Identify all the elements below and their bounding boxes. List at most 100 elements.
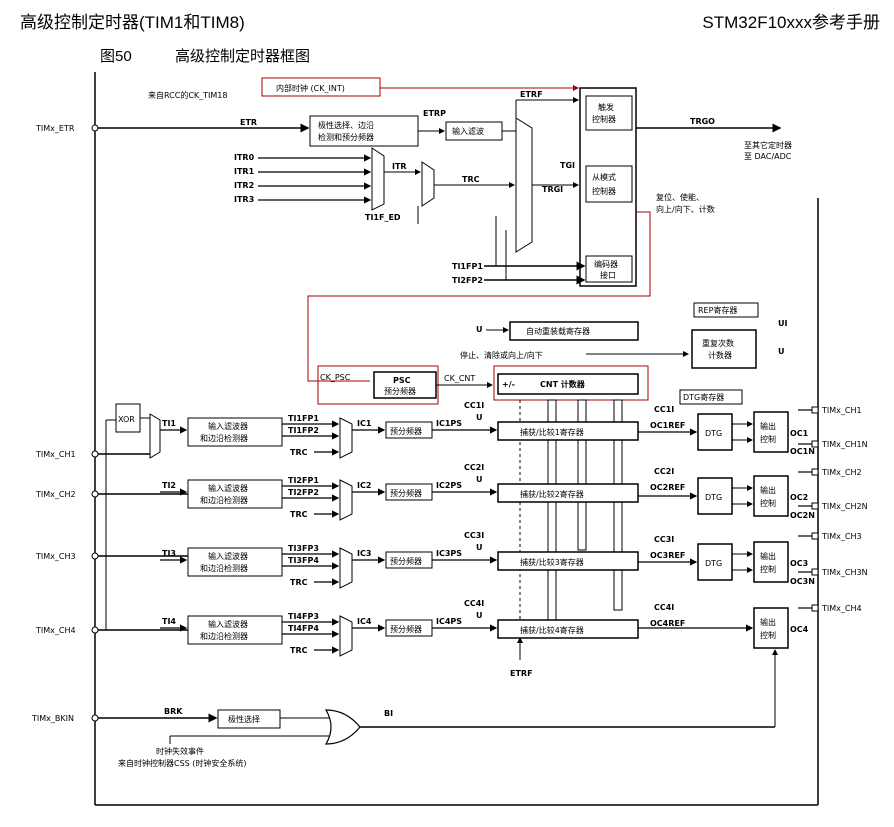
sig-ic-ch3: IC3 bbox=[357, 549, 371, 558]
sig-trgo: TRGO bbox=[690, 117, 715, 126]
cc-label-ch1: 捕获/比较1寄存器 bbox=[520, 427, 584, 437]
css-l2: 来自时钟控制器CSS (时钟安全系统) bbox=[118, 758, 247, 768]
cc-label-ch4: 捕获/比较4寄存器 bbox=[520, 625, 584, 635]
sig-etrp: ETRP bbox=[423, 109, 446, 118]
slave-l1: 从模式 bbox=[592, 172, 616, 182]
sig-itr3: ITR3 bbox=[234, 195, 254, 204]
sig-trc-top: TRC bbox=[462, 175, 480, 184]
sig-cci-ch1: CC1I bbox=[464, 401, 484, 410]
trigger-l1: 触发 bbox=[598, 102, 614, 112]
ic-mux-ch4 bbox=[339, 615, 353, 657]
cc-register-ch3 bbox=[497, 551, 639, 571]
sig-ocn-2: OC2N bbox=[790, 511, 815, 520]
sig-fp-a-ch2: TI2FP1 bbox=[288, 476, 319, 485]
sig-brk: BRK bbox=[164, 707, 183, 716]
sig-trc-ch2: TRC bbox=[290, 510, 308, 519]
out-pin-icon-4 bbox=[811, 532, 819, 540]
psc-label: PSC bbox=[393, 376, 411, 385]
or-gate bbox=[324, 709, 361, 745]
cc-register-ch2 bbox=[497, 483, 639, 503]
sig-u-arr: U bbox=[476, 325, 483, 334]
sig-ic-ch4: IC4 bbox=[357, 617, 372, 626]
sig-u-ch4: U bbox=[476, 611, 483, 620]
encoder-l1: 编码器 bbox=[594, 259, 618, 269]
sig-ic-ch2: IC2 bbox=[357, 481, 371, 490]
out-pin-label-2: TIMx_CH2 bbox=[821, 468, 862, 477]
trgo-l2: 至 DAC/ADC bbox=[744, 152, 792, 161]
out-pin-icon-2 bbox=[811, 468, 819, 476]
sig-icps-ch1: IC1PS bbox=[436, 419, 462, 428]
prescaler-label-ch4: 预分频器 bbox=[390, 624, 422, 634]
sig-ocn-1: OC1N bbox=[790, 447, 815, 456]
sig-ti1fp1-enc: TI1FP1 bbox=[452, 262, 483, 271]
out-pin-label-0: TIMx_CH1 bbox=[821, 406, 862, 415]
filter-l2-ch3: 和边沿检测器 bbox=[200, 563, 248, 573]
cc-label-ch2: 捕获/比较2寄存器 bbox=[520, 489, 584, 499]
ck-int-box bbox=[261, 77, 381, 97]
etr-pin-icon bbox=[91, 124, 99, 132]
page-header-left: 高级控制定时器(TIM1和TIM8) bbox=[20, 13, 245, 32]
pin-ch2: TIMx_CH2 bbox=[35, 490, 76, 499]
sig-trc-ch3: TRC bbox=[290, 578, 308, 587]
sig-updown: +/- bbox=[502, 380, 515, 389]
out-pin-label-4: TIMx_CH3 bbox=[821, 532, 862, 541]
css-l1: 时钟失效事件 bbox=[156, 746, 204, 756]
repetition-counter-block bbox=[691, 329, 757, 369]
sig-cci-out-ch2: CC2I bbox=[654, 467, 674, 476]
input-filter-ch2 bbox=[187, 479, 283, 509]
sig-fp-a-ch3: TI3FP3 bbox=[288, 544, 319, 553]
encoder-l2: 接口 bbox=[600, 270, 616, 280]
pin-bkin: TIMx_BKIN bbox=[31, 714, 74, 723]
sig-itr0: ITR0 bbox=[234, 153, 255, 162]
cnt-highlight bbox=[493, 365, 649, 401]
filter-l1-ch3: 输入滤波器 bbox=[208, 551, 248, 561]
filter-l1-ch2: 输入滤波器 bbox=[208, 483, 248, 493]
sig-ti4: TI4 bbox=[162, 617, 176, 626]
sig-cci-ch4: CC4I bbox=[464, 599, 484, 608]
psc-sub-label: 预分频器 bbox=[384, 386, 416, 396]
out-pin-label-6: TIMx_CH4 bbox=[821, 604, 862, 613]
psc-prescaler-block bbox=[373, 371, 437, 399]
trigger-controller-block bbox=[585, 95, 633, 131]
sig-ocref-ch2: OC2REF bbox=[650, 483, 685, 492]
filter-l1-ch1: 输入滤波器 bbox=[208, 421, 248, 431]
output-control-1 bbox=[753, 411, 789, 453]
dtg-block-2 bbox=[697, 477, 733, 515]
output-control-3 bbox=[753, 541, 789, 583]
out-pin-icon-5 bbox=[811, 568, 819, 576]
sig-ck-cnt: CK_CNT bbox=[444, 374, 475, 383]
dtg-label-1: DTG bbox=[705, 429, 722, 438]
autoreload-label: 自动重装载寄存器 bbox=[526, 326, 590, 336]
sig-cci-ch3: CC3I bbox=[464, 531, 484, 540]
rcc-clock-label: 来自RCC的CK_TIM18 bbox=[148, 90, 228, 100]
dtg-register-block bbox=[679, 389, 743, 405]
sig-etrf: ETRF bbox=[520, 90, 543, 99]
autoreload-register-block bbox=[509, 321, 639, 341]
sig-trc-ch1: TRC bbox=[290, 448, 308, 457]
cnt-counter-block bbox=[497, 373, 639, 395]
ic-mux-ch3 bbox=[339, 547, 353, 589]
ic-mux-ch2 bbox=[339, 479, 353, 521]
filter-l2-ch2: 和边沿检测器 bbox=[200, 495, 248, 505]
ck-int-label: 内部时钟 (CK_INT) bbox=[276, 83, 345, 93]
cc-register-ch4 bbox=[497, 619, 639, 639]
pin-ch1: TIMx_CH1 bbox=[35, 450, 76, 459]
polarity-select-label: 极性选择 bbox=[228, 714, 260, 724]
trc-mux bbox=[421, 161, 435, 207]
sig-fp-a-ch1: TI1FP1 bbox=[288, 414, 319, 423]
slave-controller-block bbox=[585, 165, 633, 203]
cnt-label: CNT 计数器 bbox=[540, 379, 586, 389]
sig-fp-a-ch4: TI4FP3 bbox=[288, 612, 319, 621]
ic-mux-ch1 bbox=[339, 417, 353, 459]
sig-itr1: ITR1 bbox=[234, 167, 255, 176]
out-l1-2: 输出 bbox=[760, 485, 776, 495]
reset-l2: 向上/向下、计数 bbox=[656, 204, 715, 214]
dtg-label-2: DTG bbox=[705, 493, 722, 502]
sig-itr2: ITR2 bbox=[234, 181, 254, 190]
